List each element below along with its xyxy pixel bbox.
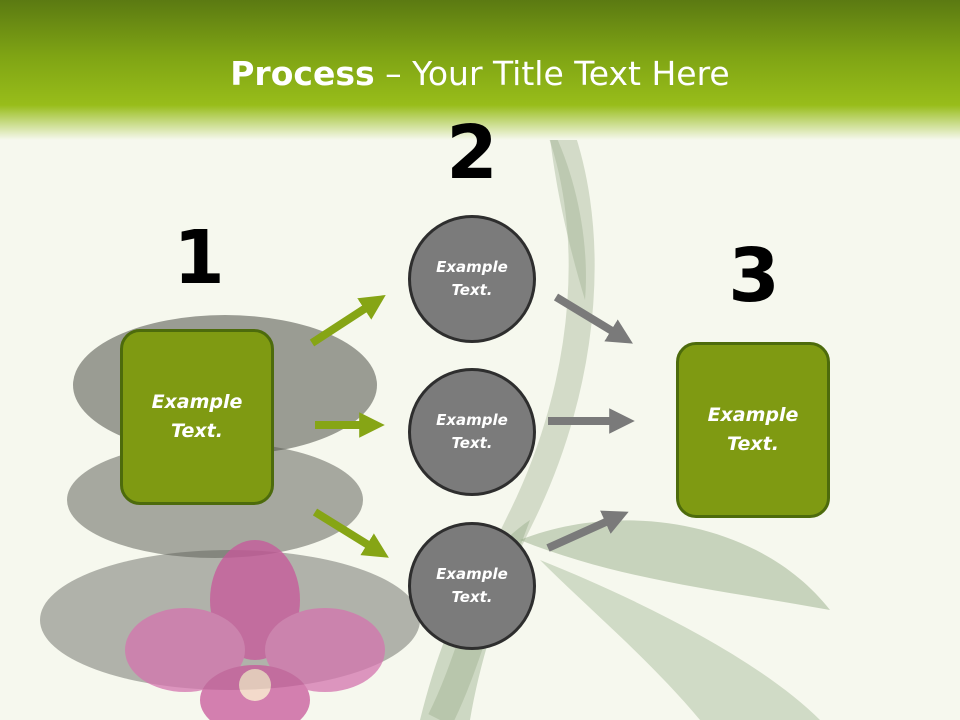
step-3-text: Example Text. <box>707 404 799 455</box>
arrow-right-up-green <box>309 295 386 347</box>
arrow-right-down-gray <box>553 293 633 344</box>
step-2-circle-middle[interactable]: Example Text. <box>408 368 536 496</box>
step-3-box[interactable]: Example Text. <box>676 342 830 518</box>
step-1-text: Example Text. <box>151 391 243 442</box>
step-number-1[interactable]: 1 <box>173 215 225 301</box>
circle-text: Example Text. <box>436 411 508 452</box>
circle-text: Example Text. <box>436 565 508 606</box>
step-2-circle-top[interactable]: Example Text. <box>408 215 536 343</box>
step-number-3[interactable]: 3 <box>728 233 780 319</box>
arrow-right-down-green <box>312 508 389 558</box>
title-bold-part: Process <box>230 54 375 93</box>
title-rest-part: – Your Title Text Here <box>374 54 730 93</box>
step-number-2[interactable]: 2 <box>446 110 498 196</box>
step-1-box[interactable]: Example Text. <box>120 329 274 505</box>
circle-text: Example Text. <box>436 258 508 299</box>
arrow-right-up-gray <box>546 510 629 552</box>
title-bar <box>0 0 960 140</box>
slide-title[interactable]: Process – Your Title Text Here <box>0 52 960 96</box>
step-2-circle-bottom[interactable]: Example Text. <box>408 522 536 650</box>
